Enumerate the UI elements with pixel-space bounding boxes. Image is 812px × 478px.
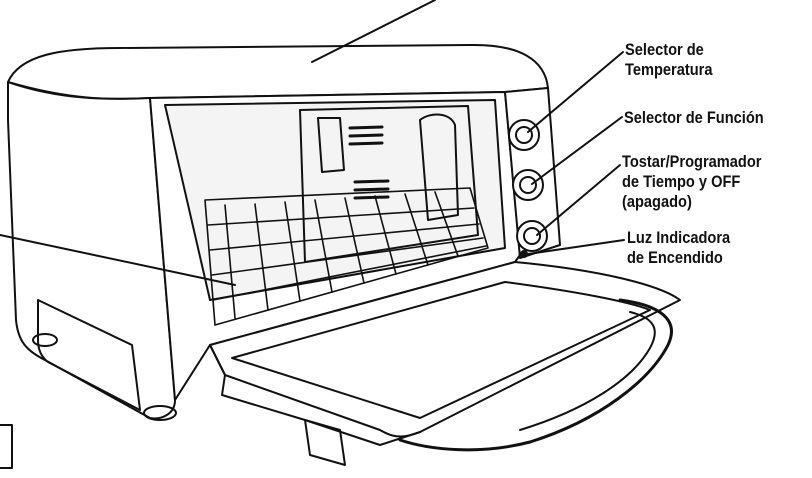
oven-door: [209, 261, 681, 466]
foot-left: [32, 333, 58, 347]
leader-lines: [0, 0, 625, 286]
leader-temperature: [527, 51, 624, 133]
oven-cavity: [164, 99, 506, 301]
cavity-back-wall: [299, 105, 479, 263]
wire-rack: [204, 187, 489, 326]
door-bottom-bracket: [304, 419, 346, 466]
leader-power-light: [527, 239, 625, 255]
callout-text: de Tiempo y OFF: [622, 172, 741, 191]
side-bracket: [419, 113, 459, 221]
door-panel: [209, 261, 681, 438]
page-frame-fragment: [0, 424, 13, 469]
door-handle-inner: [519, 311, 656, 431]
oven-left-side: [7, 81, 176, 420]
leader-top: [311, 0, 436, 63]
oven-top: [7, 43, 549, 100]
control-knobs: [508, 119, 548, 258]
rack-frame: [204, 187, 489, 326]
toast-timer-knob: [516, 220, 548, 252]
callout-function-selector: Selector de Función: [624, 108, 764, 128]
leader-toast-timer: [536, 164, 621, 236]
callout-text: de Encendido: [627, 248, 723, 267]
power-light: [520, 250, 528, 258]
callout-temperature-selector: Selector de Temperatura: [625, 40, 712, 80]
foot-front: [143, 405, 177, 421]
oven-left-panel: [37, 299, 141, 411]
callout-text: Luz Indicadora: [627, 228, 731, 247]
cavity-opening: [164, 99, 506, 301]
callout-text: Tostar/Programador: [622, 152, 762, 171]
door-inner-edge: [231, 281, 651, 419]
vent-upper: [348, 125, 384, 146]
callout-text: (apagado): [622, 192, 692, 211]
heating-element: [317, 117, 345, 173]
function-knob: [512, 169, 544, 201]
temperature-knob: [508, 119, 540, 151]
door-handle: [398, 298, 673, 452]
callout-text: Temperatura: [625, 60, 713, 79]
leader-rack: [0, 234, 236, 286]
callout-toast-timer: Tostar/Programador de Tiempo y OFF (apag…: [622, 152, 761, 212]
callout-power-light: Luz Indicadora de Encendido: [627, 228, 730, 268]
callout-text: Selector de: [625, 40, 704, 59]
callout-text: Selector de Función: [624, 108, 764, 127]
vent-lower: [353, 179, 390, 200]
door-lower-lip: [209, 344, 421, 446]
leader-function: [531, 116, 623, 185]
